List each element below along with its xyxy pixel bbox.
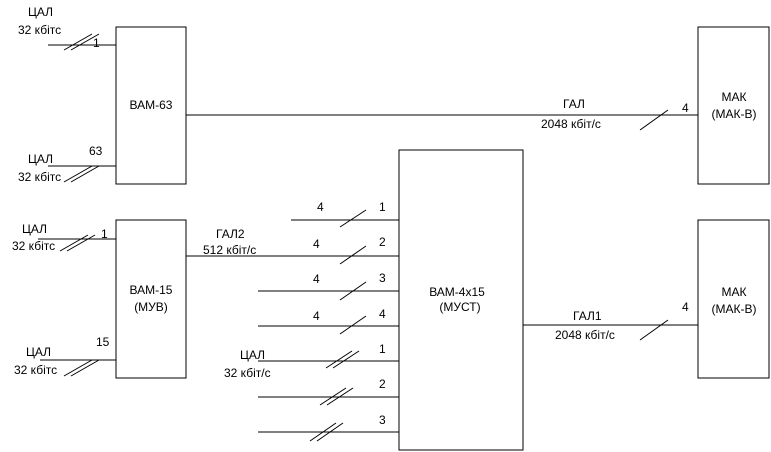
rate-label: 32 кбітс xyxy=(18,23,61,37)
rate-label: 32 кбіт/с xyxy=(224,366,271,380)
link-gal1: ГАЛ1 2048 кбіт/с 4 xyxy=(523,300,698,342)
vam4x15-input-2: ГАЛ2 512 кбіт/с 4 2 xyxy=(186,227,399,265)
link-gal: ГАЛ 2048 кбіт/с 4 xyxy=(186,97,698,131)
vam4x15-input-4: 4 4 xyxy=(258,307,399,335)
vam15-input-1: ЦАЛ 32 кбітс 1 xyxy=(12,222,116,253)
gal2-label: ГАЛ2 xyxy=(216,227,245,241)
vam4x15-cal-input-1: ЦАЛ 32 кбіт/с 1 xyxy=(224,342,399,380)
vam4x15-cal-input-3: 3 xyxy=(258,413,399,442)
gal-label: ГАЛ xyxy=(563,97,585,111)
vam4x15-input-3: 4 3 xyxy=(258,271,399,301)
rate-label: 32 кбітс xyxy=(14,363,57,377)
channel-number: 63 xyxy=(89,144,103,158)
link-count: 4 xyxy=(682,300,689,314)
cal-label: ЦАЛ xyxy=(240,348,265,362)
channel-number: 15 xyxy=(96,335,110,349)
block-mak-bottom-label-1: МАК xyxy=(722,285,747,299)
block-mak-top-label-1: МАК xyxy=(722,90,747,104)
block-mak-top-label-2: (МАК-В) xyxy=(712,107,757,121)
gal-rate: 2048 кбіт/с xyxy=(541,117,601,131)
link-count: 4 xyxy=(313,237,320,251)
gal1-rate: 2048 кбіт/с xyxy=(555,328,615,342)
block-mak-bottom: МАК (МАК-В) xyxy=(697,219,770,379)
block-vam15-label-1: ВАМ-15 xyxy=(130,283,173,297)
rate-label: 32 кбітс xyxy=(12,239,55,253)
channel-number: 1 xyxy=(93,36,100,50)
channel-number: 1 xyxy=(379,342,386,356)
vam63-input-63: ЦАЛ 32 кбітс 63 xyxy=(18,144,116,184)
rate-label: 32 кбітс xyxy=(18,170,61,184)
block-vam15-label-2: (МУВ) xyxy=(134,300,168,314)
block-vam4x15: ВАМ-4х15 (МУСТ) xyxy=(398,149,524,451)
channel-number: 1 xyxy=(379,200,386,214)
block-vam4x15-label-2: (МУСТ) xyxy=(439,300,480,314)
cal-label: ЦАЛ xyxy=(28,152,53,166)
channel-number: 3 xyxy=(379,271,386,285)
block-vam4x15-label-1: ВАМ-4х15 xyxy=(429,285,485,299)
link-count: 4 xyxy=(317,200,324,214)
vam63-input-1: ЦАЛ 32 кбітс 1 xyxy=(18,5,116,51)
channel-number: 4 xyxy=(379,307,386,321)
channel-number: 3 xyxy=(379,413,386,427)
gal2-rate: 512 кбіт/с xyxy=(203,243,256,257)
block-mak-bottom-label-2: (МАК-В) xyxy=(712,302,757,316)
gal1-label: ГАЛ1 xyxy=(573,309,602,323)
vam4x15-input-1: 4 1 xyxy=(291,200,399,228)
cal-label: ЦАЛ xyxy=(28,5,53,19)
cal-label: ЦАЛ xyxy=(22,222,47,236)
link-count: 4 xyxy=(313,272,320,286)
vam4x15-cal-input-2: 2 xyxy=(258,377,399,406)
block-vam63: ВАМ-63 xyxy=(115,26,187,185)
block-vam15: ВАМ-15 (МУВ) xyxy=(115,219,187,379)
link-count: 4 xyxy=(682,101,689,115)
channel-number: 2 xyxy=(379,377,386,391)
channel-number: 2 xyxy=(379,235,386,249)
link-count: 4 xyxy=(313,309,320,323)
vam15-input-15: ЦАЛ 32 кбітс 15 xyxy=(14,335,116,377)
channel-number: 1 xyxy=(101,227,108,241)
block-vam63-label: ВАМ-63 xyxy=(130,98,173,112)
cal-label: ЦАЛ xyxy=(26,345,51,359)
block-mak-top: МАК (МАК-В) xyxy=(697,26,770,185)
